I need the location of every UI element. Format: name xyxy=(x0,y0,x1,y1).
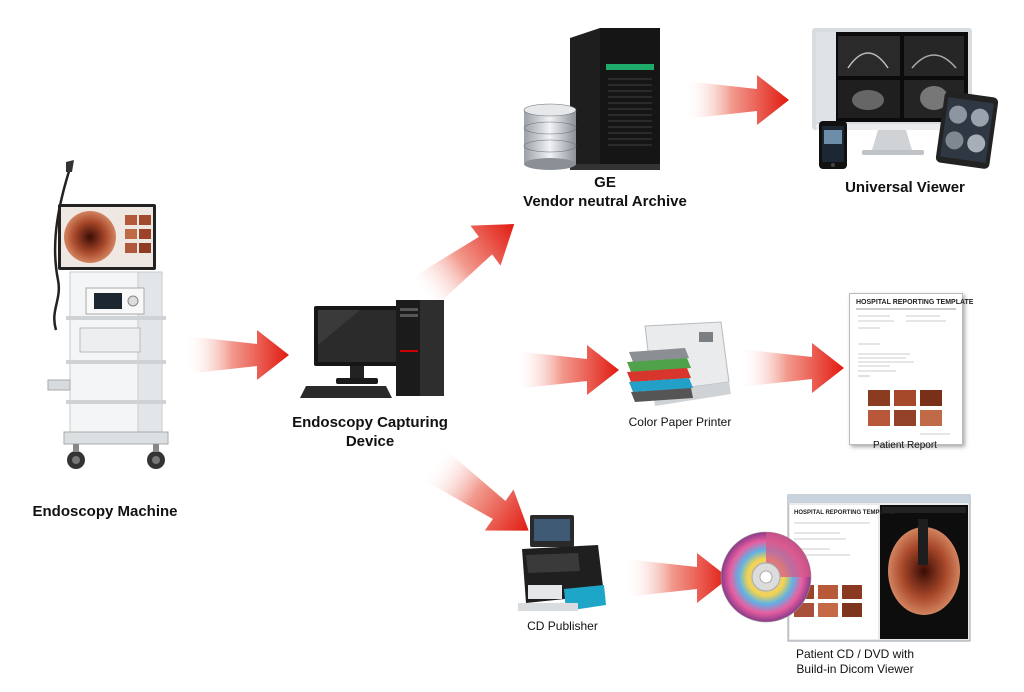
cdpublisher-node xyxy=(518,515,608,615)
report-node: HOSPITAL REPORTING TEMPLATE xyxy=(849,293,973,445)
report-title: HOSPITAL REPORTING TEMPLATE xyxy=(856,299,974,306)
arrow-device-to-printer xyxy=(515,345,619,395)
cd-report-title: HOSPITAL REPORTING TEMPLATE xyxy=(794,510,895,516)
printer-node xyxy=(625,321,735,412)
endoscopy-cart-icon xyxy=(47,160,169,469)
cdpublisher-label: CD Publisher xyxy=(527,619,598,633)
archive-node xyxy=(520,28,670,173)
arrow-archive-to-viewer xyxy=(685,75,789,125)
monitor-viewer-icon xyxy=(812,28,972,155)
endoscopy-machine-node xyxy=(30,160,180,480)
server-tower-icon xyxy=(570,28,660,170)
printer-label: Color Paper Printer xyxy=(628,415,732,429)
viewer-window-icon xyxy=(787,494,971,642)
cd-publisher-icon xyxy=(518,515,606,611)
arrow-cdpublisher-to-cd xyxy=(625,553,729,603)
phone-icon xyxy=(819,121,847,169)
desktop-computer-icon xyxy=(300,300,444,398)
printer-icon xyxy=(627,321,731,406)
arrow-device-to-cdpublisher xyxy=(421,447,529,531)
tablet-icon xyxy=(935,91,999,169)
capturing-device-label-line2: Device xyxy=(345,433,395,450)
cd-label-line1: Patient CD / DVD with xyxy=(795,647,915,661)
arrow-machine-to-device xyxy=(185,330,289,380)
arrow-printer-to-report xyxy=(740,343,844,393)
archive-label-line1: GE xyxy=(594,174,616,191)
database-icon xyxy=(523,103,577,170)
cd-node: HOSPITAL REPORTING TEMPLATE xyxy=(720,493,972,643)
arrow-device-to-archive xyxy=(408,223,515,311)
capturing-device-node xyxy=(300,290,460,405)
endoscopy-machine-label: Endoscopy Machine xyxy=(32,503,178,520)
viewer-label: Universal Viewer xyxy=(845,179,965,196)
cd-label-line2: Build-in Dicom Viewer xyxy=(796,662,914,676)
viewer-node xyxy=(808,28,1000,173)
report-label: Patient Report xyxy=(873,440,937,451)
cd-disc-icon xyxy=(720,531,812,623)
archive-label-line2: Vendor neutral Archive xyxy=(523,193,687,210)
capturing-device-label-line1: Endoscopy Capturing xyxy=(292,414,448,431)
report-page-icon xyxy=(856,308,956,435)
